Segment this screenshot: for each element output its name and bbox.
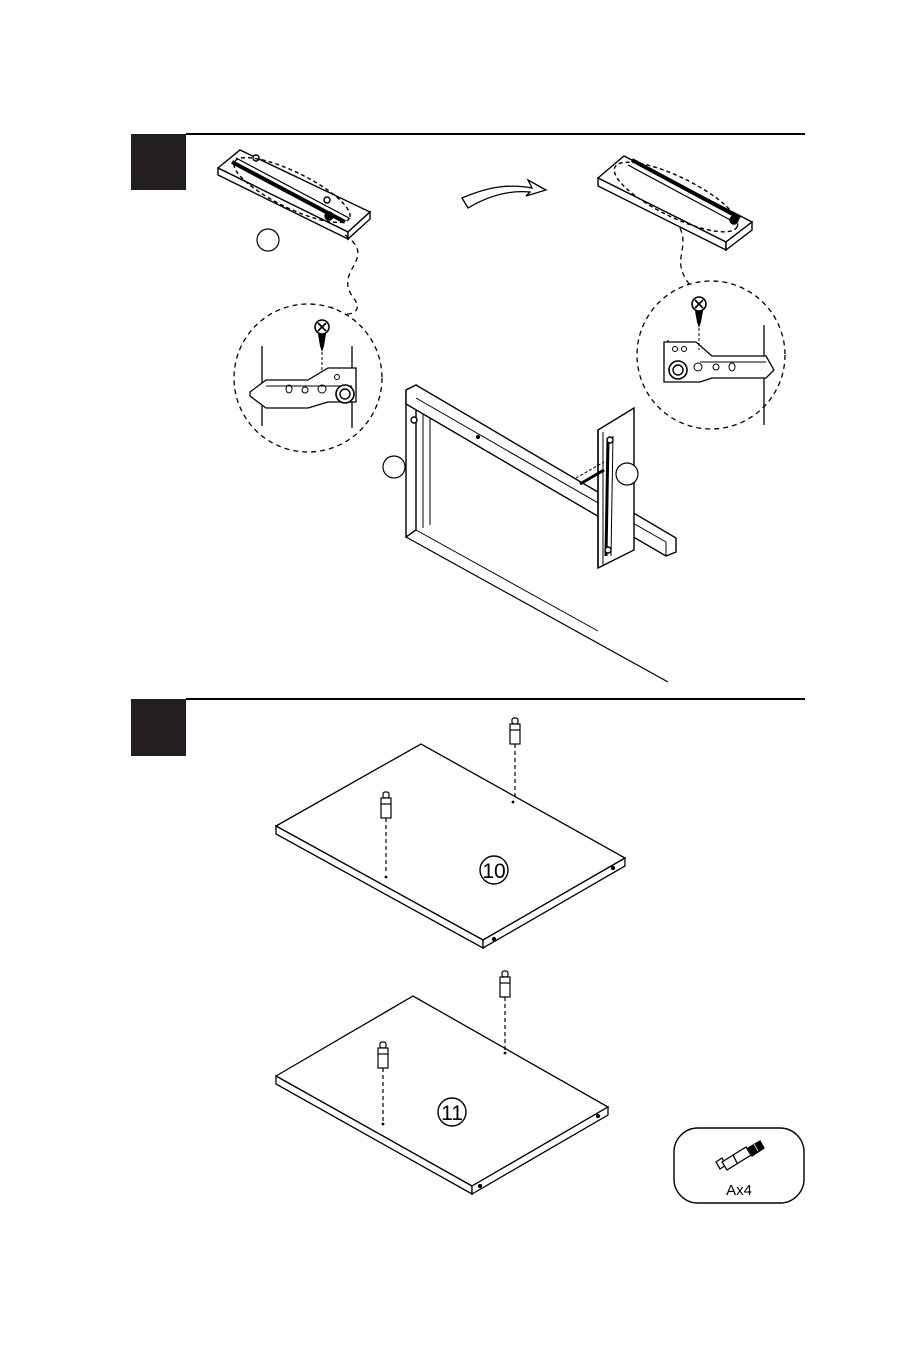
step-1-badge (131, 134, 186, 190)
cam-bolt-icon (500, 971, 510, 1050)
flip-arrow-icon (462, 180, 546, 208)
cabinet-frame (406, 385, 676, 682)
rail-piece-right (598, 149, 752, 250)
part-callout-frame (383, 456, 405, 478)
panel-10-label: 10 (482, 860, 505, 883)
callout-leader-right (680, 228, 690, 285)
detail-zoom-left (234, 304, 382, 452)
panel-10 (276, 744, 625, 948)
hardware-quantity: Ax4 (726, 1182, 752, 1199)
panel-11 (276, 996, 608, 1194)
callout-leader-left (330, 235, 358, 314)
cam-bolt-icon (510, 718, 520, 798)
step-2-badge (131, 699, 186, 756)
step-1 (131, 134, 805, 682)
detail-zoom-right (637, 281, 785, 429)
part-callout-left-rail (257, 229, 279, 251)
hardware-legend: Ax4 (674, 1128, 804, 1203)
step-2: 10 11 (131, 699, 805, 1203)
panel-11-label: 11 (441, 1102, 463, 1125)
rail-piece-left (218, 146, 370, 239)
part-callout-side (616, 463, 638, 485)
